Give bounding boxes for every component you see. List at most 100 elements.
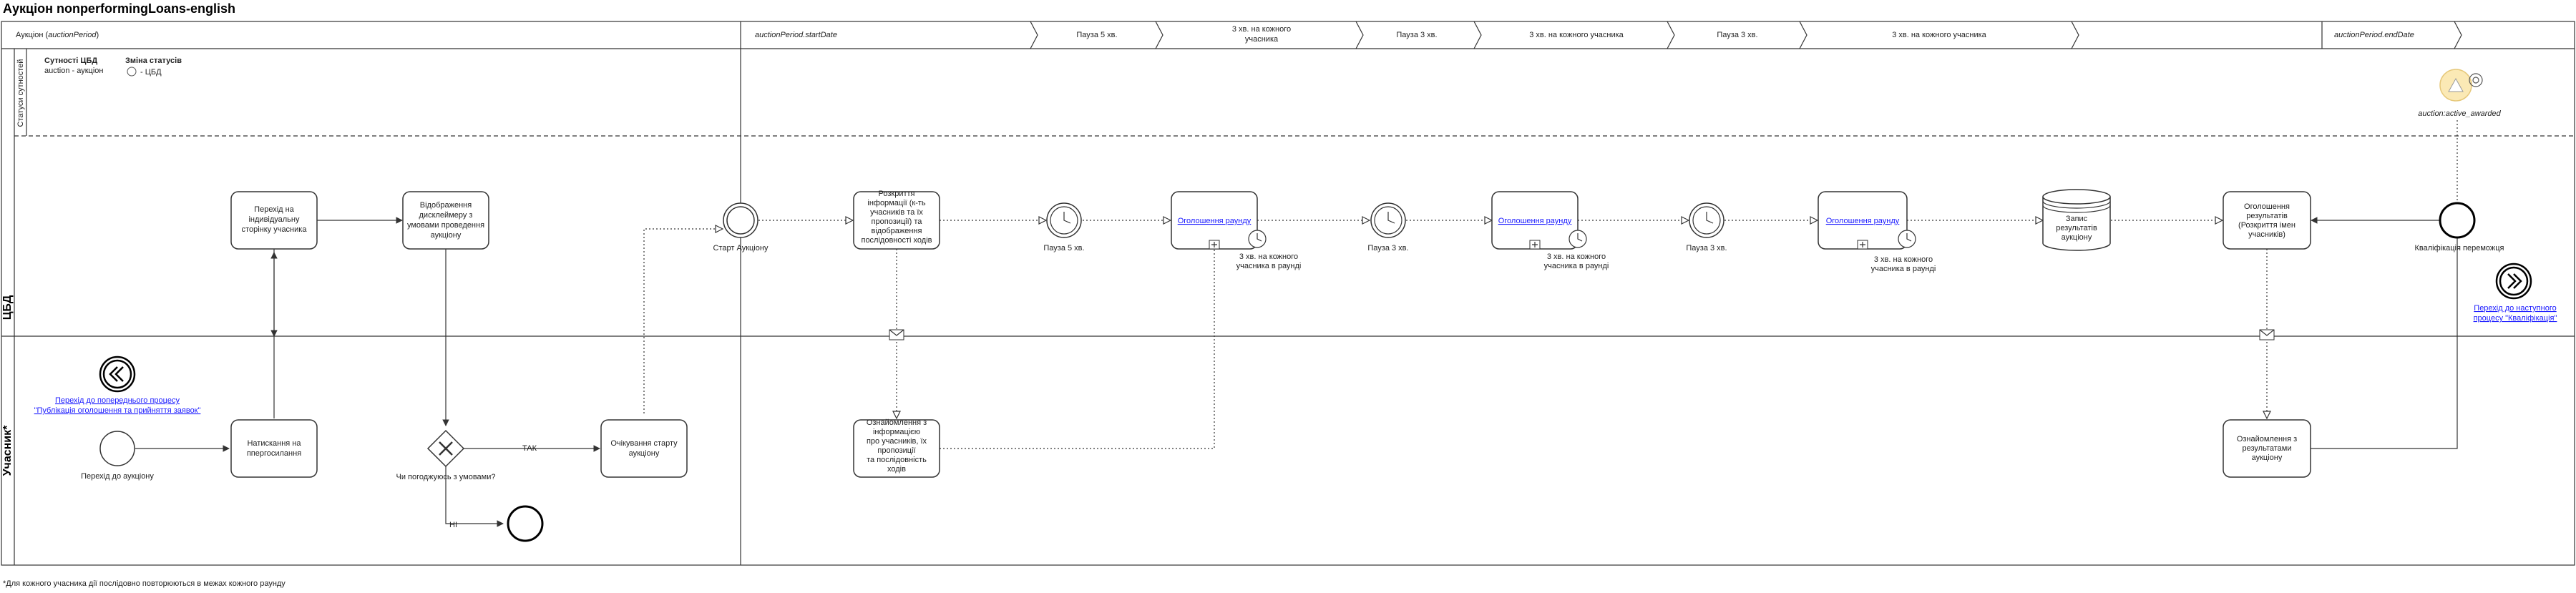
phase-pause-3-b: Пауза 3 хв. <box>1717 31 1757 39</box>
prev-process-link[interactable]: Перехід до попереднього процесу "Публіка… <box>34 356 201 415</box>
task-disclaimer-line2: дисклеймеру з <box>419 211 473 220</box>
next-link-line1[interactable]: Перехід до наступного <box>2474 304 2556 313</box>
gateway-question: Чи погоджуюсь з умовами? <box>396 473 495 481</box>
round-1-time-line1: 3 хв. на кожного <box>1239 253 1298 261</box>
gateway-agree: Чи погоджуюсь з умовами? <box>396 429 496 481</box>
round-link-3[interactable]: Оголошення раунду <box>1826 217 1900 225</box>
legend-status-title: Зміна статусів <box>125 57 182 65</box>
subprocess-round-1[interactable]: Оголошення раунду 3 хв. на кожного учасн… <box>1171 191 1302 270</box>
pool-frame <box>1 21 2575 566</box>
phase-pause-5: Пауза 5 хв. <box>1076 31 1117 39</box>
period-var: auctionPeriod <box>48 31 97 39</box>
round-1-time-line2: учасника в раунді <box>1236 262 1302 270</box>
wait-start-line2: аукціону <box>629 449 660 458</box>
footnote: *Для кожного учасника дії послідовно пов… <box>3 579 286 588</box>
click-link-line1: Натискання на <box>247 439 301 448</box>
task-disclaimer-line1: Відображення <box>420 201 472 210</box>
phase-pause-3-a: Пауза 3 хв. <box>1396 31 1437 39</box>
phase-per-participant-2: 3 хв. на кожного учасника <box>1529 31 1624 39</box>
timer-pause-3-a-label: Пауза 3 хв. <box>1367 244 1408 253</box>
task-personal-page-line2: індивідуальну <box>248 215 300 224</box>
legend-entities-title: Сутності ЦБД <box>44 57 97 65</box>
prev-link-line1[interactable]: Перехід до попереднього процесу <box>55 396 180 405</box>
task-disclaimer[interactable]: Відображення дисклеймеру з умовами прове… <box>402 191 489 250</box>
round-link-2[interactable]: Оголошення раунду <box>1498 217 1572 225</box>
announce-line1: Оголошення <box>2244 202 2290 211</box>
legend: Сутності ЦБД auction - аукціон Зміна ста… <box>44 57 182 77</box>
round-link-1[interactable]: Оголошення раунду <box>1178 217 1252 225</box>
lane-label-cbd: ЦБД <box>1 295 14 320</box>
subprocess-round-3[interactable]: Оголошення раунду 3 хв. на кожного учасн… <box>1818 191 1936 273</box>
datastore-results: Запис результатів аукціону <box>2042 189 2111 251</box>
task-wait-start[interactable]: Очікування старту аукціону <box>600 419 688 478</box>
task-disclaimer-line4: аукціону <box>431 231 462 240</box>
triangle-icon <box>2448 77 2464 92</box>
task-announce-results[interactable]: Оголошення результатів (Розкриття імен у… <box>2223 191 2311 250</box>
next-process-link[interactable]: Перехід до наступного процесу "Кваліфіка… <box>2474 263 2557 323</box>
task-disclosure-line2: інформації (к-ть <box>867 199 926 207</box>
review-info-line2: інформацією <box>873 428 920 436</box>
task-personal-page[interactable]: Перехід на індивідуальну сторінку учасни… <box>230 191 318 250</box>
start-go-auction[interactable]: Перехід до аукціону <box>81 431 154 481</box>
task-review-info[interactable]: Ознайомлення з інформацією про учасників… <box>853 418 940 478</box>
announce-line2: результатів <box>2246 212 2288 220</box>
end-qualify-event: Кваліфікація переможця <box>2414 202 2504 253</box>
period-suffix: ) <box>96 31 99 39</box>
announce-line3: (Розкриття імен <box>2238 221 2296 230</box>
x-icon <box>439 441 453 456</box>
task-personal-page-line1: Перехід на <box>254 205 295 214</box>
start-auction-event[interactable]: Старт Аукціону <box>713 202 769 253</box>
round-2-time-line1: 3 хв. на кожного <box>1547 253 1606 261</box>
subprocess-round-2[interactable]: Оголошення раунду 3 хв. на кожного учасн… <box>1491 191 1609 270</box>
task-disclaimer-line3: умовами проведення <box>407 221 484 230</box>
diagram-title: Аукціон nonperformingLoans-english <box>3 1 235 16</box>
gear-icon <box>2469 73 2483 87</box>
task-disclosure[interactable]: Розкриття інформації (к-ть учасників та … <box>853 190 940 250</box>
end-date-label: auctionPeriod.endDate <box>2334 31 2414 39</box>
review-results-line2: результатами <box>2243 444 2292 453</box>
review-info-line3: про учасників, їх <box>867 437 927 446</box>
chevron-right-icon <box>2507 273 2522 289</box>
timer-pause-5-label: Пауза 5 хв. <box>1043 244 1084 253</box>
task-review-results[interactable]: Ознайомлення з результатами аукціону <box>2223 419 2311 478</box>
start-auction-label: Старт Аукціону <box>713 244 769 253</box>
task-disclosure-line1: Розкриття <box>879 190 915 198</box>
status-awarded: auction:active_awarded <box>2418 69 2502 118</box>
review-info-line4: пропозиції <box>877 446 915 455</box>
prev-link-line2[interactable]: "Публікація оголошення та прийняття заяв… <box>34 406 201 415</box>
review-info-line5: та послідовність <box>867 456 927 464</box>
gateway-no-label: НІ <box>449 521 457 529</box>
datastore-line3: аукціону <box>2062 233 2092 242</box>
svg-text:Аукціон (auctionPeriod): Аукціон (auctionPeriod) <box>16 31 99 39</box>
click-link-line2: ппергосилання <box>247 449 301 458</box>
status-change-icon <box>127 67 137 77</box>
datastore-line1: Запис <box>2066 215 2088 223</box>
end-declined-event <box>507 505 544 542</box>
review-results-line3: аукціону <box>2252 454 2283 462</box>
review-results-line1: Ознайомлення з <box>2237 435 2297 443</box>
phase-per-participant-3: 3 хв. на кожного учасника <box>1892 31 1986 39</box>
timer-pause-3-b: Пауза 3 хв. <box>1686 202 1727 253</box>
next-link-line2[interactable]: процесу "Кваліфікація" <box>2474 314 2557 323</box>
legend-entities-value: auction - аукціон <box>44 67 104 75</box>
task-disclosure-line3: учасників та їх <box>870 208 923 217</box>
task-personal-page-line3: сторінку учасника <box>242 225 308 234</box>
round-3-time-line1: 3 хв. на кожного <box>1874 255 1933 264</box>
phase-per-participant-b: учасника <box>1245 35 1279 44</box>
timer-pause-3-b-label: Пауза 3 хв. <box>1686 244 1727 253</box>
task-disclosure-line6: послідовності ходів <box>861 236 932 245</box>
start-date-label: auctionPeriod.startDate <box>755 31 837 39</box>
header-band: Аукціон (auctionPeriod) auctionPeriod.st… <box>16 21 2462 49</box>
review-info-line6: ходів <box>887 465 906 474</box>
legend-status-value: - ЦБД <box>140 68 162 77</box>
round-3-time-line2: учасника в раунді <box>1871 265 1936 273</box>
task-click-link[interactable]: Натискання на ппергосилання <box>230 419 318 478</box>
round-2-time-line2: учасника в раунді <box>1544 262 1609 270</box>
chevron-left-icon <box>109 366 124 382</box>
task-disclosure-line5: відображення <box>872 227 922 235</box>
review-info-line1: Ознайомлення з <box>867 418 927 427</box>
phase-per-participant-a: 3 хв. на кожного <box>1232 25 1291 34</box>
lane-label-participant: Учасник* <box>1 425 14 476</box>
timer-pause-5: Пауза 5 хв. <box>1043 202 1085 253</box>
